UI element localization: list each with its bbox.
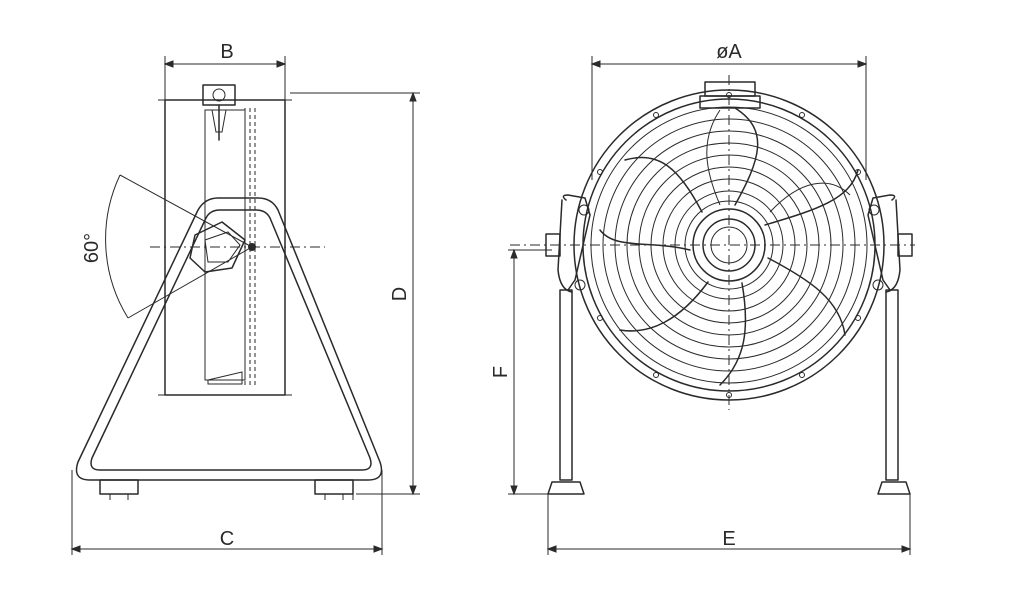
tilt-hub-side <box>189 221 256 273</box>
dimension-a: øA <box>590 41 868 180</box>
label-angle: 60° <box>81 233 103 263</box>
dimension-e: E <box>546 494 912 555</box>
label-e: E <box>722 528 735 550</box>
front-view: øA <box>490 41 915 555</box>
label-c: C <box>220 528 234 550</box>
dimension-c: C <box>70 470 384 555</box>
dimension-f: F <box>490 248 552 496</box>
stand-legs-front <box>545 194 913 495</box>
dimension-b: B <box>163 41 287 100</box>
dimension-d: D <box>290 91 420 496</box>
stand-frame-side <box>75 197 383 500</box>
label-d: D <box>389 287 411 301</box>
fan-housing-side <box>158 84 292 396</box>
label-a: øA <box>716 41 742 63</box>
top-handle-front <box>699 81 761 109</box>
angle-indicator: 60° <box>81 174 253 319</box>
fan-blades <box>599 107 859 386</box>
side-view: B 60° <box>70 41 420 555</box>
label-f: F <box>490 366 512 378</box>
label-b: B <box>220 41 233 63</box>
